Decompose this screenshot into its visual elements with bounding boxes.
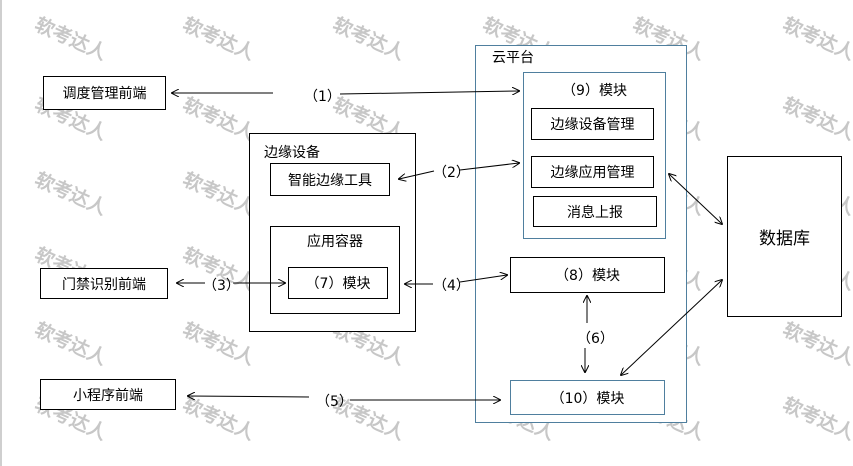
- edge-app-mgmt-label: 边缘应用管理: [550, 165, 635, 181]
- dispatch-frontend-box: [43, 76, 166, 110]
- module-8-label: （8）模块: [555, 268, 620, 284]
- edge-device-mgmt-box: [531, 108, 654, 140]
- module-10-label: （10）模块: [550, 390, 625, 407]
- label-4: （4）: [433, 278, 470, 294]
- message-report-label: 消息上报: [567, 204, 623, 221]
- label-3: （3）: [203, 278, 240, 294]
- message-report-box: [533, 196, 657, 227]
- edge-device-mgmt-label: 边缘设备管理: [550, 117, 635, 133]
- smart-edge-tool-label: 智能边缘工具: [288, 172, 372, 189]
- left-border: [0, 0, 2, 466]
- database-label: 数据库: [759, 229, 810, 249]
- edge-device-title: 边缘设备: [264, 145, 320, 161]
- label-6: （6）: [577, 331, 614, 347]
- miniapp-frontend-box: [40, 379, 176, 410]
- database-box: [727, 156, 842, 317]
- module-7-label: （7）模块: [305, 276, 371, 292]
- label-2: （2）: [433, 165, 470, 181]
- arrow-4-right: [459, 275, 507, 283]
- arrow-2-left: [399, 170, 435, 179]
- access-frontend-label: 门禁识别前端: [62, 276, 146, 293]
- label-1: （1）: [304, 89, 341, 105]
- arrow-app-mgmt-database: [669, 174, 722, 224]
- arrow-5-left: [188, 396, 310, 397]
- dispatch-frontend-label: 调度管理前端: [62, 86, 147, 102]
- arrow-1-right: [339, 91, 519, 94]
- arrow-database-module-10: [621, 280, 722, 375]
- cloud-platform-title: 云平台: [492, 50, 534, 66]
- app-container-title: 应用容器: [307, 234, 363, 250]
- smart-edge-tool-box: [270, 163, 390, 196]
- module-9-title: （9）模块: [562, 83, 627, 99]
- label-5: （5）: [316, 394, 353, 410]
- miniapp-frontend-label: 小程序前端: [73, 387, 143, 404]
- module-10-box: [510, 380, 665, 415]
- access-frontend-box: [40, 268, 168, 299]
- arrow-2-right: [459, 163, 519, 171]
- edge-app-mgmt-box: [531, 156, 654, 188]
- module-7-box: [288, 267, 388, 299]
